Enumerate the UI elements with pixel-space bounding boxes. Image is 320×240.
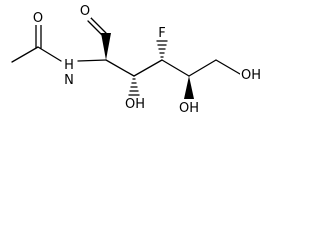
atom-nh-n: N bbox=[64, 73, 74, 88]
svg-text:F: F bbox=[158, 26, 165, 41]
atom-oh-c5: OH bbox=[177, 100, 201, 116]
atom-nh-h: H bbox=[64, 58, 74, 73]
atom-oh-c3: OH bbox=[123, 96, 147, 112]
molecule-structure: O O H N F OH OH OH bbox=[11, 3, 264, 116]
svg-text:OH: OH bbox=[179, 101, 199, 116]
hash-c3-oh bbox=[128, 78, 140, 96]
hash-c4-f bbox=[156, 40, 168, 58]
svg-text:OH: OH bbox=[241, 68, 261, 83]
bond-aldehyde-co-1 bbox=[90, 17, 107, 34]
bond-c6-oh bbox=[215, 59, 241, 75]
bond-c4-c5 bbox=[161, 59, 190, 77]
atom-amide-o: O bbox=[32, 10, 44, 26]
atom-nh: H N bbox=[63, 57, 76, 88]
bond-aldehyde-co-2 bbox=[87, 20, 104, 37]
bond-c3-c4 bbox=[133, 59, 163, 77]
wedge-c5-oh bbox=[184, 76, 194, 99]
bond-n-c2 bbox=[77, 59, 107, 62]
atom-fluorine: F bbox=[155, 25, 169, 41]
svg-text:O: O bbox=[33, 11, 43, 26]
wedge-c2-c1 bbox=[101, 33, 111, 60]
bond-c2-c3 bbox=[105, 59, 135, 77]
atom-oh-c6: OH bbox=[240, 67, 264, 83]
atom-aldehyde-o: O bbox=[79, 3, 91, 19]
bond-c5-c6 bbox=[188, 59, 217, 77]
svg-text:O: O bbox=[80, 4, 90, 19]
bond-methyl-carbonyl bbox=[11, 46, 39, 63]
bond-carbonyl-n bbox=[37, 46, 62, 62]
svg-text:OH: OH bbox=[125, 97, 145, 112]
